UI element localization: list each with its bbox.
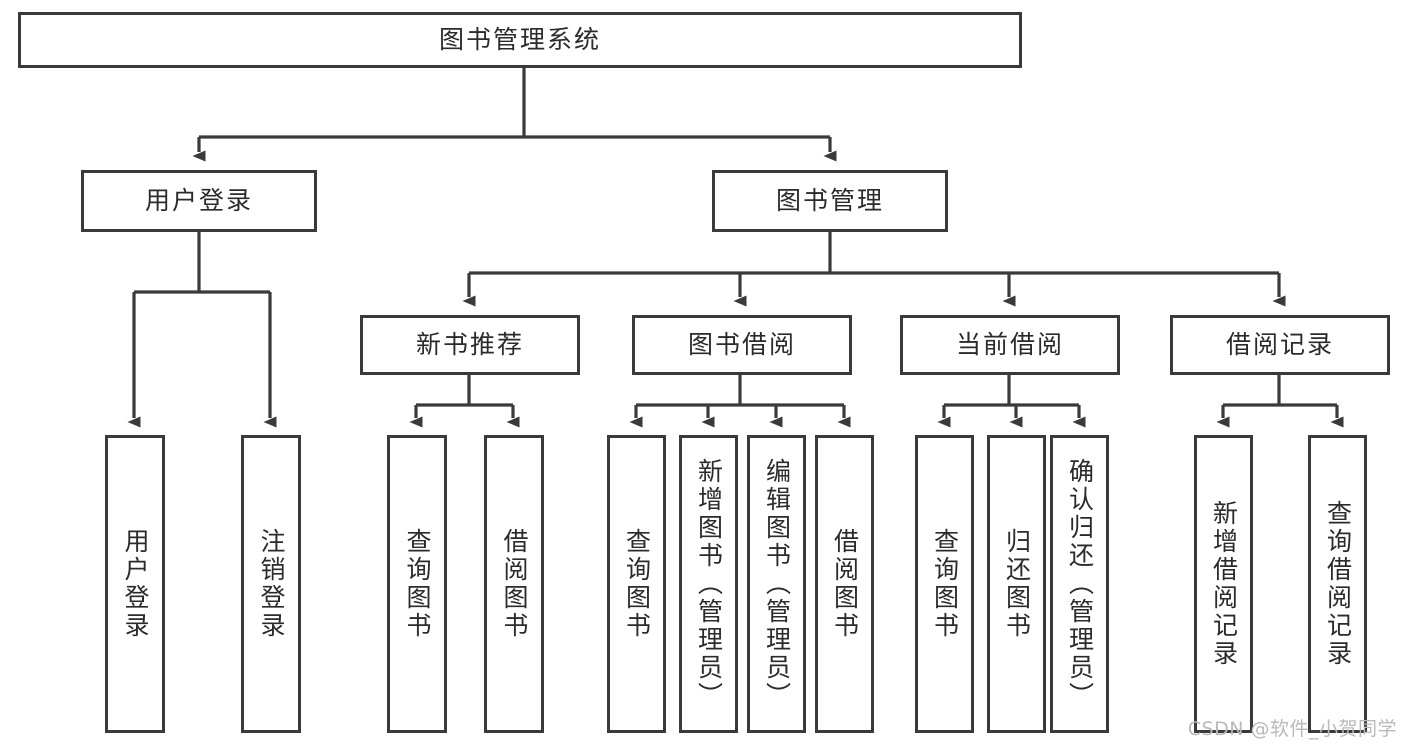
node-leaf-user-login-label: 用户登录	[121, 528, 150, 640]
node-leaf-add-record-label: 新增借阅记录	[1209, 500, 1239, 668]
node-leaf-borrow-book-2[interactable]: 借阅图书	[815, 435, 874, 733]
node-leaf-edit-book-label: 编辑图书（管理员）	[762, 458, 792, 710]
node-leaf-query-record-label: 查询借阅记录	[1323, 500, 1353, 668]
node-root-label: 图书管理系统	[438, 25, 601, 55]
node-leaf-borrow-book-2-label: 借阅图书	[830, 528, 860, 640]
node-book-management[interactable]: 图书管理	[712, 170, 948, 232]
node-current-borrow[interactable]: 当前借阅	[900, 315, 1120, 375]
node-leaf-query-book-1-label: 查询图书	[403, 528, 432, 640]
node-leaf-user-login[interactable]: 用户登录	[105, 435, 165, 733]
node-leaf-query-book-2-label: 查询图书	[622, 528, 652, 640]
node-leaf-logout[interactable]: 注销登录	[241, 435, 301, 733]
node-leaf-borrow-book-1[interactable]: 借阅图书	[484, 435, 544, 733]
node-book-borrow[interactable]: 图书借阅	[632, 315, 852, 375]
node-current-borrow-label: 当前借阅	[955, 330, 1064, 360]
node-user-login[interactable]: 用户登录	[81, 170, 317, 232]
node-leaf-query-book-2[interactable]: 查询图书	[607, 435, 666, 733]
node-new-book-recommend-label: 新书推荐	[415, 330, 524, 360]
node-leaf-logout-label: 注销登录	[257, 528, 286, 640]
watermark-text: CSDN @软件_小贺同学	[1187, 718, 1397, 740]
node-new-book-recommend[interactable]: 新书推荐	[360, 315, 580, 375]
node-leaf-query-book-3-label: 查询图书	[930, 528, 960, 640]
node-leaf-add-record[interactable]: 新增借阅记录	[1194, 435, 1253, 733]
node-leaf-edit-book[interactable]: 编辑图书（管理员）	[747, 435, 806, 733]
node-leaf-query-book-3[interactable]: 查询图书	[915, 435, 974, 733]
node-leaf-query-book-1[interactable]: 查询图书	[387, 435, 447, 733]
node-leaf-add-book-label: 新增图书（管理员）	[694, 458, 724, 710]
node-book-borrow-label: 图书借阅	[687, 330, 796, 360]
node-leaf-borrow-book-1-label: 借阅图书	[500, 528, 529, 640]
node-leaf-confirm-return-label: 确认归还（管理员）	[1065, 458, 1095, 710]
node-user-login-label: 用户登录	[144, 186, 253, 216]
node-leaf-return-book[interactable]: 归还图书	[987, 435, 1046, 733]
node-leaf-confirm-return[interactable]: 确认归还（管理员）	[1050, 435, 1109, 733]
node-root[interactable]: 图书管理系统	[18, 12, 1022, 68]
node-borrow-record[interactable]: 借阅记录	[1170, 315, 1390, 375]
node-leaf-return-book-label: 归还图书	[1002, 528, 1032, 640]
node-borrow-record-label: 借阅记录	[1225, 330, 1334, 360]
node-leaf-add-book[interactable]: 新增图书（管理员）	[679, 435, 738, 733]
node-leaf-query-record[interactable]: 查询借阅记录	[1308, 435, 1367, 733]
node-book-management-label: 图书管理	[775, 186, 884, 216]
